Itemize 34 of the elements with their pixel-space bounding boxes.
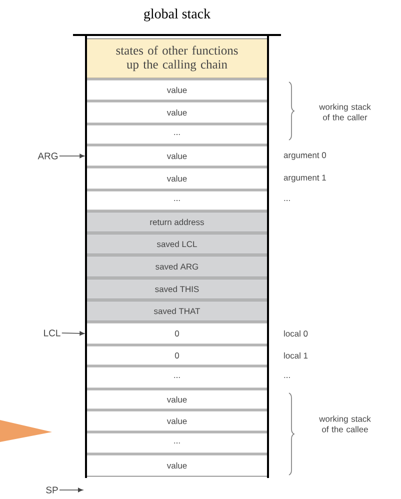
row-label: local 1 <box>284 352 308 359</box>
header-cell: states of other functions up the calling chain <box>86 38 268 79</box>
row-label: argument 0 <box>284 152 326 160</box>
stack-cell: 0 <box>86 345 268 366</box>
stack-cell: value <box>86 145 268 167</box>
stack-cell: 0 <box>86 322 268 345</box>
brace-label: working stack of the caller <box>319 104 371 120</box>
stack-cell: saved LCL <box>86 233 268 255</box>
brace-label: working stack of the callee <box>319 416 371 432</box>
stack-cell: value <box>86 410 268 432</box>
pointer-arrow <box>59 154 85 158</box>
stack-cell: saved THAT <box>86 300 268 322</box>
stack-cell: value <box>86 454 268 477</box>
pointer-arrow <box>61 331 85 336</box>
stack-cell: return address <box>86 211 268 233</box>
row-label: ... <box>284 200 290 201</box>
stack-cell: ... <box>86 190 268 211</box>
stack-cell: value <box>86 389 268 410</box>
stack-cell: ... <box>86 124 268 145</box>
title: global stack <box>144 8 211 22</box>
pointer-label: ARG <box>38 152 58 160</box>
row-label: argument 1 <box>284 174 326 182</box>
pointer-label: LCL <box>44 330 60 336</box>
stack-cell: ... <box>86 366 268 389</box>
pointer-arrow <box>59 488 83 492</box>
stack-cell: value <box>86 167 268 190</box>
row-label: local 0 <box>284 330 308 337</box>
pointer-label: SP <box>46 486 58 494</box>
stack-cell: value <box>86 79 268 101</box>
stack-cell: saved THIS <box>86 278 268 300</box>
stack-cell: ... <box>86 432 268 454</box>
row-label: ... <box>284 377 290 378</box>
stack-cell: value <box>86 101 268 124</box>
stack-cell: saved ARG <box>86 255 268 278</box>
